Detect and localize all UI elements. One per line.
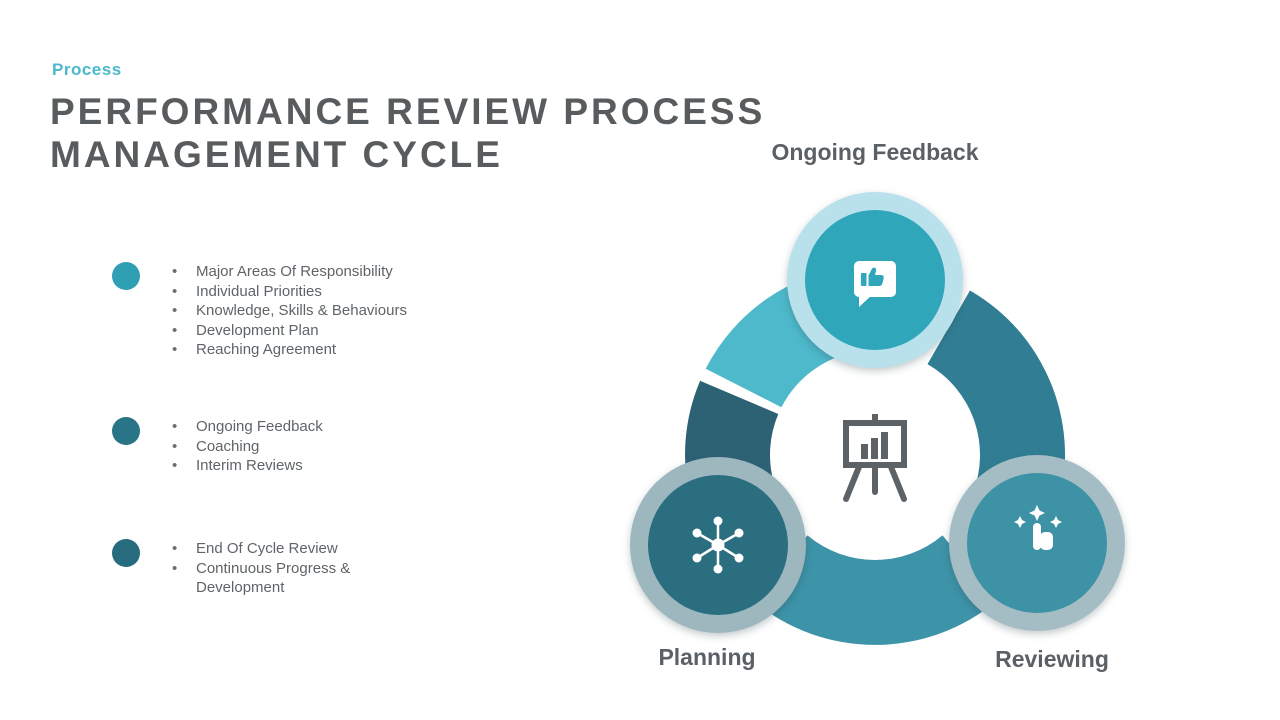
title-line-2: MANAGEMENT CYCLE xyxy=(50,134,503,175)
legend-item: Reaching Agreement xyxy=(164,340,434,360)
eyebrow-label: Process xyxy=(52,60,122,79)
legend-item: Coaching xyxy=(164,437,434,457)
arc-bottom xyxy=(752,535,998,645)
legend-item: Development Plan xyxy=(164,321,434,341)
bullet-circle xyxy=(112,262,140,290)
label-ongoing-feedback: Ongoing Feedback xyxy=(771,139,979,165)
legend-group-feedback: Ongoing Feedback Coaching Interim Review… xyxy=(112,417,434,476)
legend-item: Continuous Progress & Development xyxy=(164,559,364,598)
legend-group-reviewing: End Of Cycle Review Continuous Progress … xyxy=(112,539,364,598)
label-planning: Planning xyxy=(658,644,756,670)
legend-item: Individual Priorities xyxy=(164,282,434,302)
legend-list: Major Areas Of Responsibility Individual… xyxy=(164,262,434,360)
cycle-diagram xyxy=(630,192,1125,645)
bullet-circle xyxy=(112,539,140,567)
label-reviewing: Reviewing xyxy=(995,646,1109,672)
node-ongoing-feedback xyxy=(787,192,963,368)
page-title: PERFORMANCE REVIEW PROCESS MANAGEMENT CY… xyxy=(50,90,810,176)
legend-item: Knowledge, Skills & Behaviours xyxy=(164,301,434,321)
legend-list: Ongoing Feedback Coaching Interim Review… xyxy=(164,417,434,476)
network-icon xyxy=(692,516,744,574)
bullet-circle xyxy=(112,417,140,445)
node-reviewing xyxy=(949,455,1125,631)
node-planning xyxy=(630,457,806,633)
bullet-dot xyxy=(112,417,140,445)
legend-item: Ongoing Feedback xyxy=(164,417,434,437)
bullet-dot xyxy=(112,262,140,290)
legend-list: End Of Cycle Review Continuous Progress … xyxy=(164,539,364,598)
legend-item: Major Areas Of Responsibility xyxy=(164,262,434,282)
legend-group-planning: Major Areas Of Responsibility Individual… xyxy=(112,262,434,360)
tap-stars-icon xyxy=(1014,505,1062,550)
presentation-chart-icon xyxy=(843,414,907,502)
legend-item: Interim Reviews xyxy=(164,456,434,476)
thumbs-up-icon xyxy=(854,261,896,307)
legend-item: End Of Cycle Review xyxy=(164,539,364,559)
bullet-dot xyxy=(112,539,140,567)
title-line-1: PERFORMANCE REVIEW PROCESS xyxy=(50,91,766,132)
